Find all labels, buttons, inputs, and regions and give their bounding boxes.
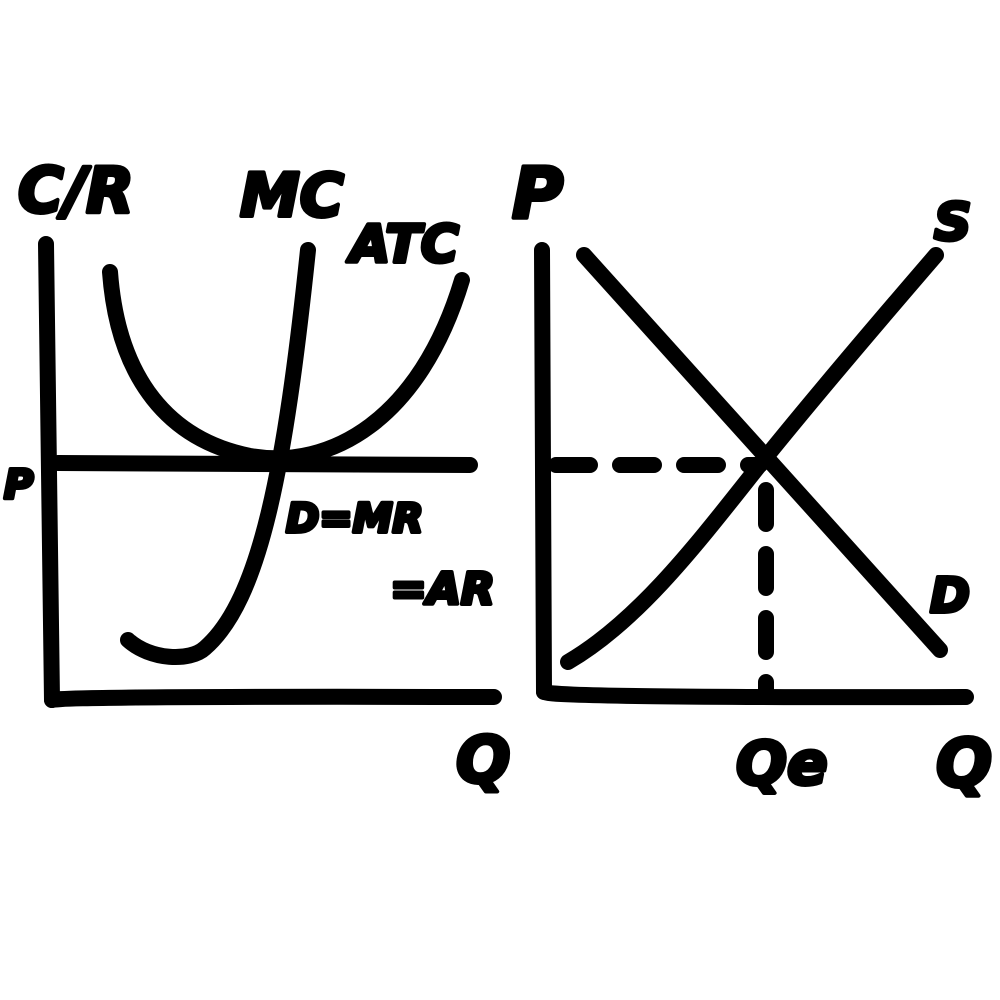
firm-x-axis	[44, 688, 502, 708]
mc-label: MC	[240, 161, 344, 231]
firm-price-label: P	[4, 462, 33, 508]
ar-label: =AR	[390, 564, 495, 615]
atc-label: ATC	[346, 215, 459, 275]
equilibrium-quantity-label: Qe	[736, 729, 828, 799]
market-x-axis	[536, 684, 974, 706]
market-y-axis-label: P	[512, 153, 563, 235]
market-y-axis	[534, 242, 552, 700]
firm-graph: C/R MC ATC P D=MR =AR Q	[2, 152, 512, 800]
firm-x-axis-label: Q	[456, 724, 510, 798]
supply-label: S	[934, 193, 971, 253]
demand-mr-label: D=MR	[286, 496, 423, 542]
atc-curve	[102, 264, 470, 467]
mc-curve	[120, 242, 316, 665]
demand-label: D	[930, 568, 970, 624]
market-graph: P S D Qe Q	[510, 151, 994, 804]
firm-y-axis	[38, 236, 60, 708]
firm-y-axis-label: C/R	[18, 154, 134, 227]
market-x-axis-label: Q	[936, 725, 992, 802]
